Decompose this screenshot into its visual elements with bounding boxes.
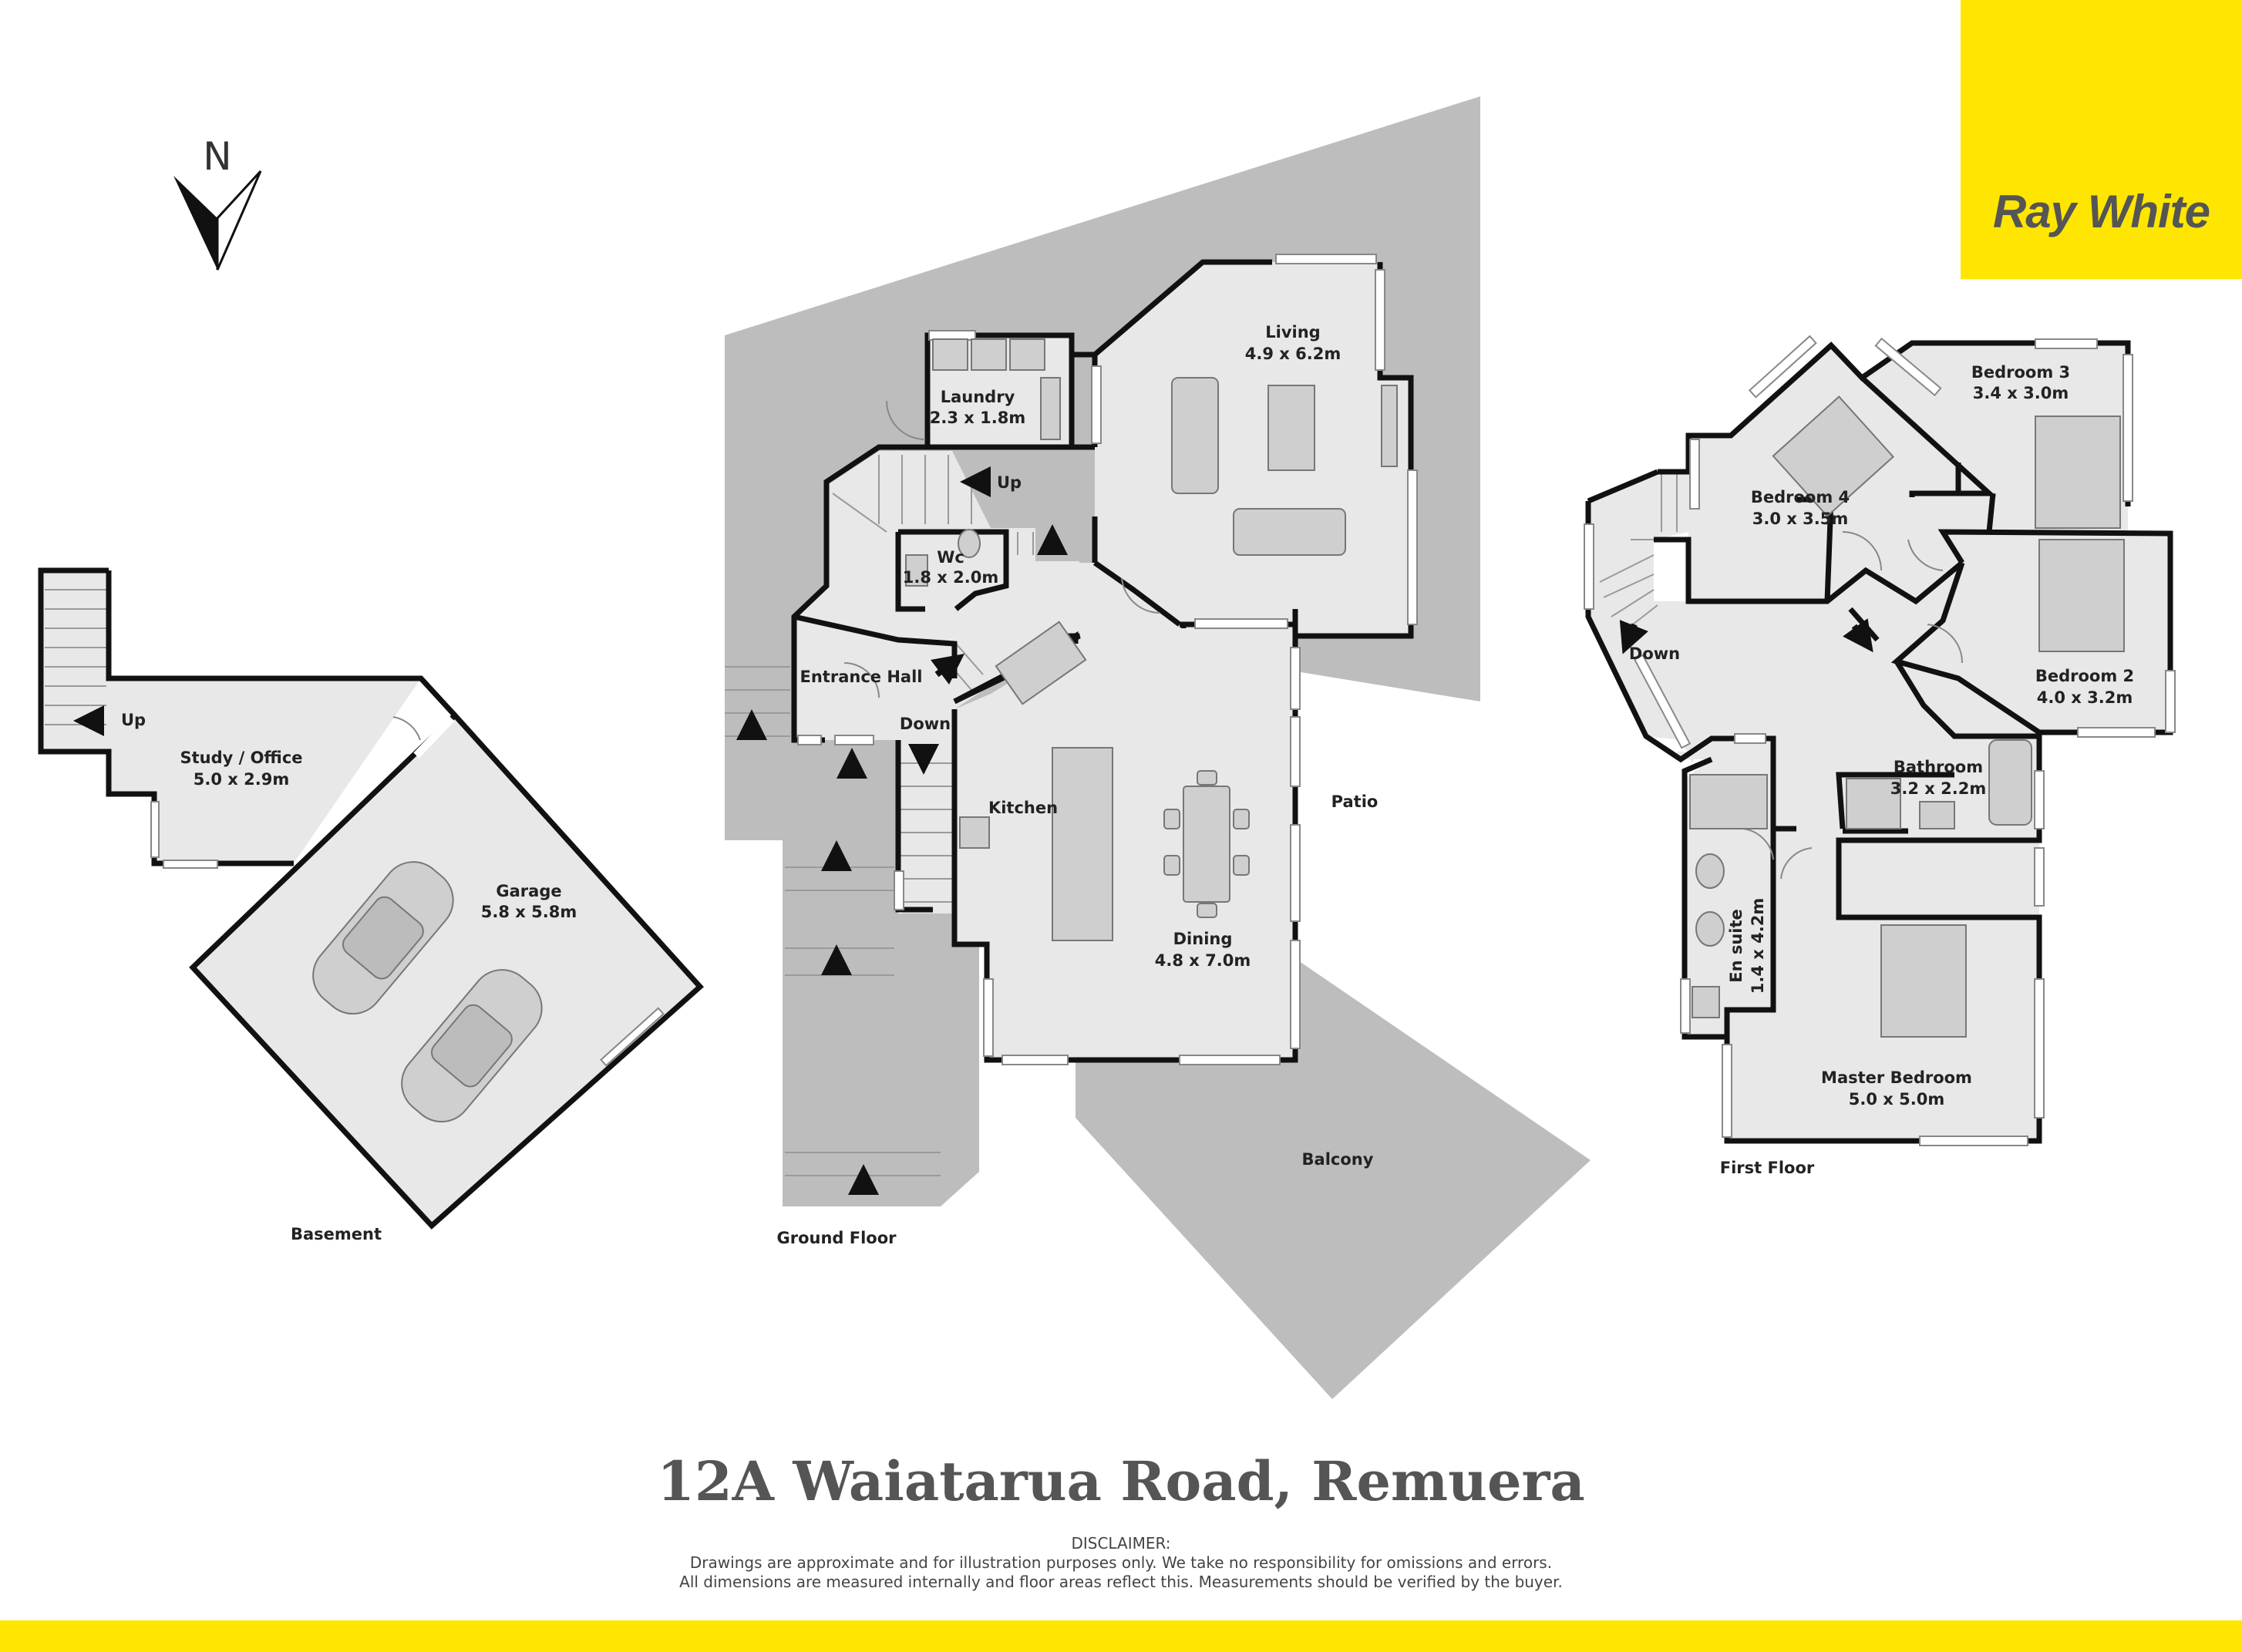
study-label: Study / Office <box>180 749 302 767</box>
ground-stairs-down-label: Down <box>900 715 951 733</box>
ground-stairs-up-label: Up <box>997 473 1022 492</box>
bath-icon <box>1689 739 2032 829</box>
first-stairs-down-label: Down <box>1629 644 1680 663</box>
dining-label: Dining <box>1173 930 1233 948</box>
laundry-label: Laundry <box>941 388 1015 406</box>
ground-floor-plan: Living 4.9 x 6.2m Laundry 2.3 x 1.8m Up … <box>725 96 1591 1399</box>
dining-table-icon <box>1163 770 1250 918</box>
bottom-brand-bar <box>0 1620 2242 1652</box>
basement-stairs-up-label: Up <box>121 711 146 729</box>
disclaimer-line-1: Drawings are approximate and for illustr… <box>689 1553 1553 1572</box>
disclaimer: DISCLAIMER: Drawings are approximate and… <box>0 1534 2242 1592</box>
disclaimer-line-2: All dimensions are measured internally a… <box>679 1573 1563 1591</box>
garage-dims: 5.8 x 5.8m <box>481 903 577 921</box>
ensuite-fixtures <box>1692 853 1725 1018</box>
first-floor-label: First Floor <box>1720 1159 1815 1177</box>
balcony-label: Balcony <box>1302 1150 1374 1169</box>
living-dims: 4.9 x 6.2m <box>1245 345 1341 363</box>
kitchen-label: Kitchen <box>988 799 1058 817</box>
basement-floor-label: Basement <box>291 1225 382 1243</box>
ensuite-label: En suite <box>1727 909 1745 983</box>
property-address-title: 12A Waiatarua Road, Remuera <box>657 1449 1585 1513</box>
patio-label: Patio <box>1331 792 1379 811</box>
laundry-dims: 2.3 x 1.8m <box>930 409 1025 427</box>
study-dims: 5.0 x 2.9m <box>194 770 289 789</box>
bedroom3-dims: 3.4 x 3.0m <box>1973 384 2069 402</box>
bed-icon <box>1772 395 2125 1038</box>
compass: N <box>173 134 262 271</box>
bedroom4-label: Bedroom 4 <box>1751 488 1850 506</box>
wc-label: Wc <box>937 548 964 567</box>
master-bedroom-dims: 5.0 x 5.0m <box>1849 1090 1944 1109</box>
ensuite-dims: 1.4 x 4.2m <box>1749 898 1767 994</box>
dining-dims: 4.8 x 7.0m <box>1155 951 1251 970</box>
wc-dims: 1.8 x 2.0m <box>903 568 998 587</box>
brand-logo: Ray White <box>1961 0 2242 279</box>
car-icon <box>401 969 543 1123</box>
ground-floor-label: Ground Floor <box>776 1229 897 1247</box>
basement-plan: Up Study / Office 5.0 x 2.9m Garage 5.8 … <box>38 567 704 1243</box>
garage-label: Garage <box>496 882 561 900</box>
toilet-icon <box>905 529 981 587</box>
car-icon <box>312 861 454 1015</box>
sofa-icon <box>1171 377 1398 556</box>
kitchen-island <box>959 621 1113 941</box>
entrance-hall-label: Entrance Hall <box>800 668 923 686</box>
first-floor-plan: Bedroom 3 3.4 x 3.0m Bedroom 4 3.0 x 3.5… <box>1584 335 2176 1177</box>
brand-name: Ray White <box>1992 186 2210 237</box>
bathroom-label: Bathroom <box>1894 758 1983 776</box>
bathroom-dims: 3.2 x 2.2m <box>1890 779 1986 798</box>
bedroom2-label: Bedroom 2 <box>2035 667 2134 685</box>
bedroom4-dims: 3.0 x 3.5m <box>1752 510 1848 528</box>
compass-north-label: N <box>203 134 231 179</box>
bedroom2-dims: 4.0 x 3.2m <box>2037 688 2133 707</box>
living-label: Living <box>1265 323 1320 342</box>
bedroom3-label: Bedroom 3 <box>1971 363 2070 382</box>
laundry-appliances <box>932 338 1061 440</box>
master-bedroom-label: Master Bedroom <box>1821 1068 1972 1087</box>
north-arrow-icon <box>173 176 217 270</box>
disclaimer-heading: DISCLAIMER: <box>1071 1534 1171 1553</box>
